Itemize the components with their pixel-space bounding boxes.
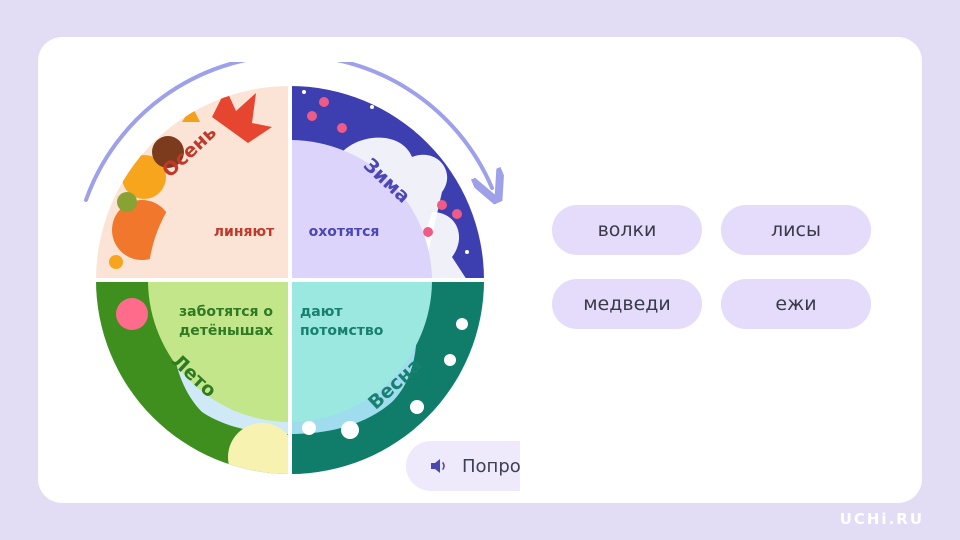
- option-wolves[interactable]: волки: [552, 205, 702, 255]
- option-hedgehogs[interactable]: ежи: [721, 279, 871, 329]
- spring-flower-icon: [410, 400, 424, 414]
- autumn-plate: [148, 140, 288, 278]
- summer-flower-icon: [116, 298, 148, 330]
- acorn-icon: [152, 136, 184, 168]
- leaf-icon: [182, 106, 200, 122]
- season-wheel: Осень Зима Лето Весна линяют охотятся за…: [72, 62, 512, 502]
- berry-icon: [337, 123, 347, 133]
- cycle-arrow-icon: [84, 62, 492, 200]
- season-wheel-graphic: [84, 62, 512, 476]
- listen-hint-label: Попро: [462, 455, 521, 477]
- snowflake-icon: [400, 100, 404, 104]
- berry-icon: [437, 200, 447, 210]
- berry-icon: [452, 209, 462, 219]
- berry-icon: [423, 227, 433, 237]
- snowflake-icon: [370, 105, 374, 109]
- summer-slot-text[interactable]: заботятся о детёнышах: [178, 304, 274, 339]
- spring-slot-text[interactable]: дают потомство: [300, 304, 384, 339]
- summer-plate: [148, 282, 288, 422]
- snowflake-icon: [465, 250, 469, 254]
- spring-flower-icon: [302, 421, 316, 435]
- sun-icon: [228, 423, 296, 474]
- snowflake-icon: [302, 90, 306, 94]
- uchi-logo: UCHi.RU: [839, 510, 924, 528]
- spring-flower-icon: [456, 318, 468, 330]
- speaker-icon: [431, 459, 445, 473]
- spring-flower-icon: [341, 421, 359, 439]
- spring-plate: [292, 282, 432, 422]
- leaf-icon: [109, 255, 123, 269]
- autumn-slot-text[interactable]: линяют: [213, 224, 275, 240]
- option-bears[interactable]: медведи: [552, 279, 702, 329]
- leaf-icon: [117, 192, 137, 212]
- berry-icon: [319, 97, 329, 107]
- option-foxes[interactable]: лисы: [721, 205, 871, 255]
- maple-leaf-icon: [212, 89, 272, 143]
- spring-flower-icon: [444, 354, 456, 366]
- hint-clip-mask: [520, 430, 580, 510]
- winter-plate: [292, 140, 432, 278]
- berry-icon: [307, 111, 317, 121]
- hint-clip-strip: [520, 503, 580, 515]
- winter-slot-text[interactable]: охотятся: [308, 224, 380, 240]
